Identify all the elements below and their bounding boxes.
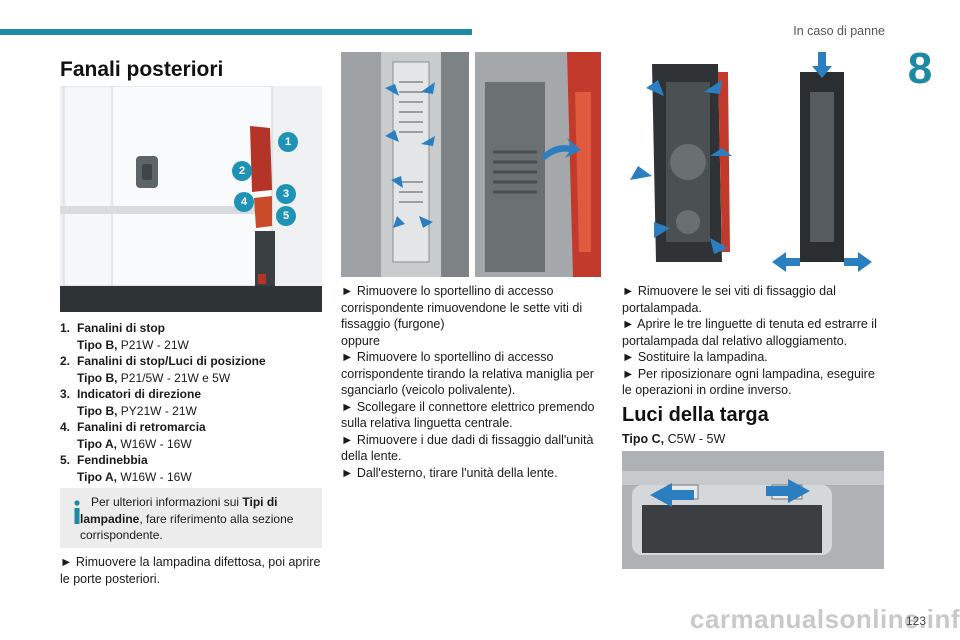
step-text: ► Sostituire la lampadina.: [622, 350, 768, 364]
item-number: 4.: [60, 420, 71, 434]
plate-bulb-spec: Tipo C, C5W - 5W: [622, 431, 884, 448]
info-link[interactable]: Tipi di lampadine: [80, 495, 278, 526]
step-text: ► Scollegare il connettore elettrico pre…: [341, 399, 595, 431]
item-name: Fanalini di retromarcia: [77, 420, 206, 434]
section-heading: Luci della targa: [622, 404, 769, 426]
item-bulb: P21W - 21W: [120, 337, 189, 352]
step-text: ► Rimuovere lo sportellino di accesso co…: [341, 350, 594, 397]
list-item: 5. Fendinebbia Tipo A, W16W - 16W: [60, 452, 330, 485]
list-item: 3. Indicatori di direzione Tipo B, PY21W …: [60, 386, 330, 419]
step-text: ► Dall'esterno, tirare l'unità della len…: [341, 465, 558, 480]
lamp-holder-image: [622, 52, 884, 277]
item-number: 2.: [60, 354, 71, 368]
access-panel-screws-image: [341, 52, 469, 277]
chapter-number: 8: [907, 44, 933, 93]
item-name: Fendinebbia: [77, 453, 148, 467]
plate-type: Tipo C,: [622, 432, 665, 446]
col3-instructions: ► Rimuovere le sei viti di fissaggio dal…: [622, 283, 884, 399]
callout-4: 4: [234, 192, 254, 212]
plate-light-image: [622, 451, 884, 569]
callout-2: 2: [232, 161, 252, 181]
item-number: 3.: [60, 387, 71, 401]
list-item: 4. Fanalini di retromarcia Tipo A, W16W -…: [60, 419, 330, 452]
section-title: In caso di panne: [793, 24, 885, 38]
plate-bulb: C5W - 5W: [667, 432, 726, 446]
step-text: ► Rimuovere i due dadi di fissaggio dall…: [341, 432, 594, 464]
callout-1: 1: [278, 132, 298, 152]
item-type: Tipo A,: [77, 436, 117, 451]
info-icon: [74, 500, 80, 524]
rear-van-illustration: 1 2 3 4 5: [60, 86, 322, 312]
top-accent-bar: [0, 29, 472, 35]
item-number: 5.: [60, 453, 71, 467]
bulb-list: 1. Fanalini di stop Tipo B, P21W - 21W 2.…: [60, 320, 330, 485]
item-type: Tipo B,: [77, 370, 118, 385]
step-text: oppure: [341, 333, 380, 348]
step-text: ► Rimuovere lo sportellino di accesso co…: [341, 284, 583, 331]
item-bulb: W16W - 16W: [120, 436, 192, 451]
item-bulb: P21/5W - 21W e 5W: [120, 370, 231, 385]
item-bulb: W16W - 16W: [120, 469, 192, 484]
callout-5: 5: [276, 206, 296, 226]
info-box: Per ulteriori informazioni sui Tipi di l…: [60, 488, 322, 548]
item-type: Tipo A,: [77, 469, 117, 484]
info-text-post: , fare riferimento alla sezione corrispo…: [80, 511, 294, 543]
step-text: ► Per riposizionare ogni lampadina, eseg…: [622, 366, 875, 398]
item-name: Fanalini di stop/Luci di posizione: [77, 354, 266, 368]
item-type: Tipo B,: [77, 403, 118, 418]
item-bulb: PY21W - 21W: [120, 403, 197, 418]
item-name: Fanalini di stop: [77, 321, 166, 335]
list-item: 1. Fanalini di stop Tipo B, P21W - 21W: [60, 320, 330, 353]
instruction-text: ► Rimuovere la lampadina difettosa, poi …: [60, 555, 321, 586]
access-panel-handle-image: [475, 52, 601, 277]
item-name: Indicatori di direzione: [77, 387, 202, 401]
page-number: 123: [906, 614, 927, 628]
col2-instructions: ► Rimuovere lo sportellino di accesso co…: [341, 283, 601, 481]
page-title: Fanali posteriori: [60, 58, 224, 81]
item-type: Tipo B,: [77, 337, 118, 352]
info-text: Per ulteriori informazioni sui Tipi di l…: [80, 494, 316, 544]
info-text-pre: Per ulteriori informazioni sui: [91, 495, 243, 509]
step-text: ► Rimuovere le sei viti di fissaggio dal…: [622, 284, 836, 315]
callout-3: 3: [276, 184, 296, 204]
list-item: 2. Fanalini di stop/Luci di posizione Tip…: [60, 353, 330, 386]
step-text: ► Aprire le tre linguette di tenuta ed e…: [622, 317, 877, 348]
watermark: carmanualsonline.info: [690, 604, 960, 634]
item-number: 1.: [60, 321, 71, 335]
